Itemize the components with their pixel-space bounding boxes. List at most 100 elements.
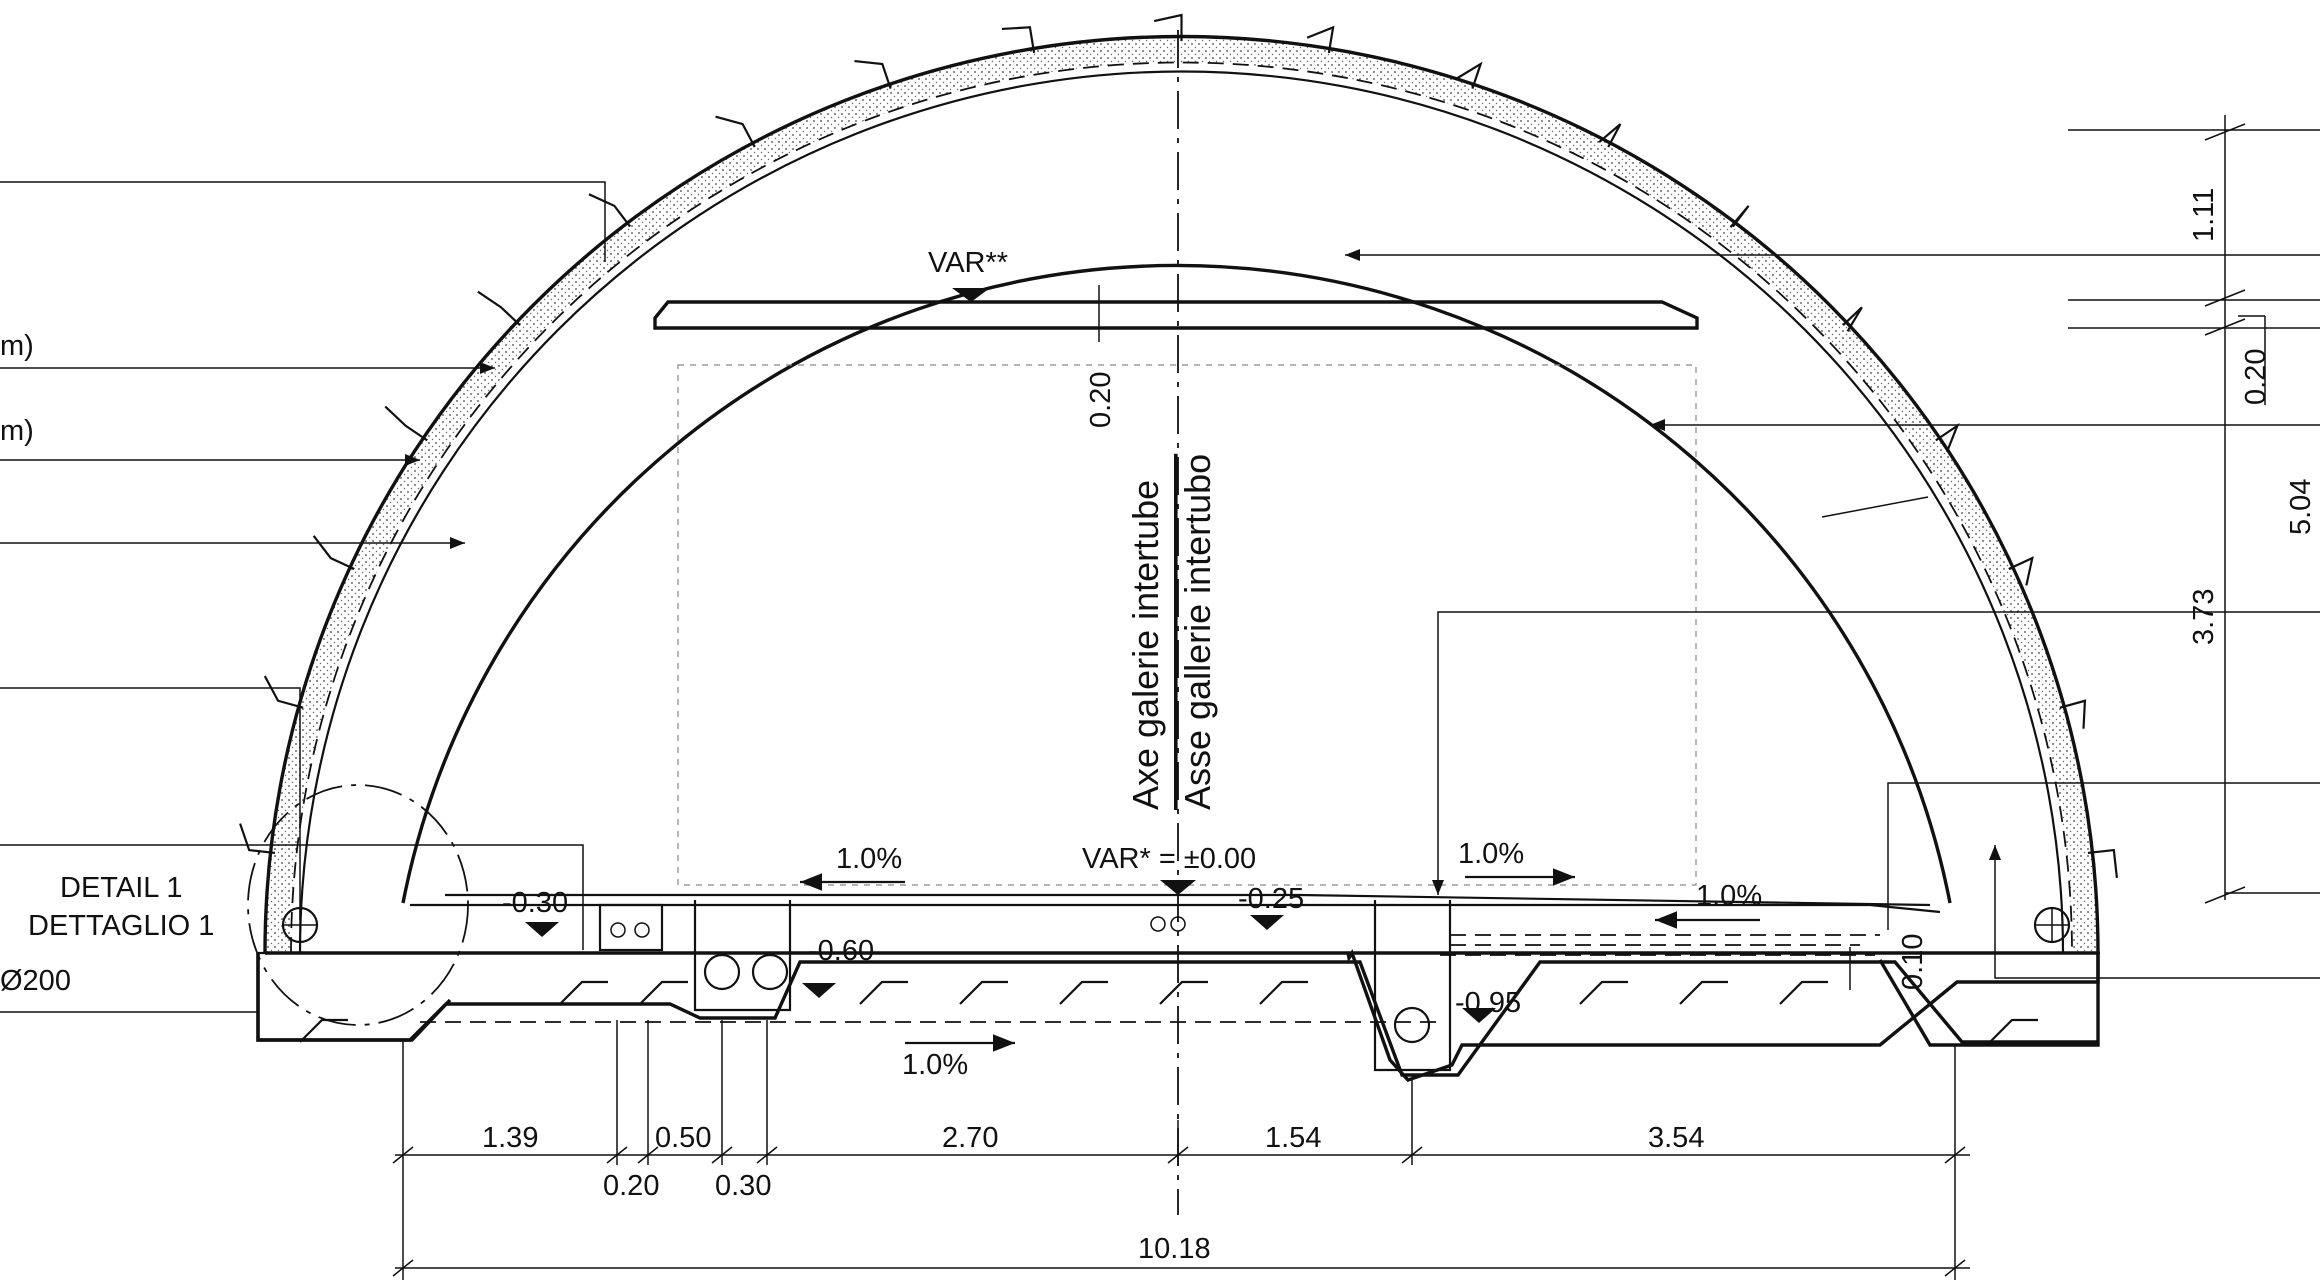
pipe-1: [703, 953, 741, 991]
var-top-label: VAR**: [928, 247, 1008, 279]
rock-tick: [1059, 980, 1108, 1005]
rock-bolt: [715, 115, 756, 148]
dim-right-low: 0.10: [1897, 934, 1929, 990]
pipe-2: [751, 953, 789, 991]
dim-right-mid: 3.73: [2188, 589, 2220, 645]
right-drain-dashed: [1440, 944, 1875, 956]
right-leaders: [1345, 249, 2320, 979]
invert-structure: [256, 893, 2100, 1082]
cable-duct-left: [598, 903, 664, 952]
level-label-4: -0.95: [1455, 987, 1521, 1019]
pipe-small-1: [1150, 916, 1166, 932]
rock-bolt: [1598, 123, 1622, 148]
slope-label-3: 1.0%: [1696, 880, 1762, 912]
rock-bolt: [1456, 61, 1483, 89]
left-partial-label-3: Ø200: [0, 965, 71, 997]
rock-bolt: [588, 193, 631, 228]
rock-bolt: [1001, 26, 1036, 54]
level-label-2: -0.60: [808, 935, 874, 967]
dim-bottom-4: 1.54: [1265, 1122, 1321, 1154]
intermediate-slab: [653, 285, 1699, 342]
road-surface: [445, 893, 1931, 907]
dim-bottom-7: 0.30: [715, 1170, 771, 1202]
rock-bolt: [1842, 306, 1863, 332]
duct-conduit-1: [610, 922, 626, 938]
rock-tick: [959, 980, 1008, 1005]
rock-bolt: [2008, 556, 2034, 586]
rock-tick: [1159, 980, 1208, 1005]
rock-tick: [1679, 980, 1728, 1005]
rock-bolt: [2059, 699, 2087, 729]
left-partial-label-2: m): [0, 415, 34, 447]
dim-right-top: 1.11: [2188, 188, 2220, 242]
rock-tick: [859, 980, 908, 1005]
rock-tick: [559, 980, 608, 1005]
dimension-tick: [606, 1146, 628, 1164]
dim-bottom-5: 3.54: [1648, 1122, 1704, 1154]
dimension-tick: [711, 1146, 733, 1164]
rock-bolt: [477, 290, 521, 327]
slope-label-1: 1.0%: [836, 843, 902, 875]
dimension-tick: [1401, 1146, 1423, 1164]
rock-bolt: [263, 675, 304, 709]
rock-bolt: [1935, 422, 1960, 453]
dimension-tick: [637, 1146, 659, 1164]
left-footing: [256, 953, 452, 1042]
rock-bolt: [2087, 848, 2119, 879]
rock-tick: [1989, 1018, 2038, 1043]
rock-bolt: [239, 823, 276, 855]
right-dimension-chain: [1849, 115, 2320, 990]
detail-1-circle: [247, 784, 469, 1026]
level-label-1: -0.30: [502, 887, 568, 919]
duct-conduit-2: [634, 922, 650, 938]
level-label-3: -0.25: [1238, 883, 1304, 915]
pipes: [281, 903, 2071, 1044]
rock-tick: [1579, 980, 1628, 1005]
dimension-tick: [392, 1259, 414, 1277]
dim-right-total: 5.04: [2285, 479, 2317, 535]
right-trench: [1373, 900, 1452, 1072]
rock-bolt: [1306, 25, 1335, 54]
var-top-marker: [952, 288, 990, 302]
axis-label-it: Asse gallerie intertubo: [1177, 454, 1218, 810]
dim-slab: 0.20: [1085, 372, 1117, 428]
dimension-tick: [1944, 1259, 1966, 1277]
var-ref-label: VAR* = ±0.00: [1082, 843, 1256, 875]
detail-label-it: DETTAGLIO 1: [28, 910, 214, 942]
dimension-tick: [1167, 1146, 1189, 1164]
dim-bottom-6: 0.20: [603, 1170, 659, 1202]
arch-lining-line: [298, 70, 2065, 954]
rock-bolt: [312, 535, 355, 571]
rock-bolt: [854, 59, 892, 89]
level-markers: [525, 880, 1496, 1023]
rock-bolt: [1153, 13, 1183, 41]
slope-arrows: [800, 868, 1760, 1052]
right-footing: [1878, 953, 2100, 1047]
rock-bolts: [239, 13, 2119, 879]
rock-bolt: [1729, 205, 1750, 228]
dim-bottom-1: 1.39: [482, 1122, 538, 1154]
drain-dashed-line: [420, 934, 1880, 1023]
pipe-3: [1393, 1006, 1431, 1044]
dim-bottom-3: 2.70: [942, 1122, 998, 1154]
detail-label-fr: DETAIL 1: [60, 872, 183, 904]
floor-rock-ticks: [299, 980, 2038, 1043]
central-trench: [693, 900, 792, 1012]
axis-label-fr: Axe galerie intertube: [1125, 480, 1166, 810]
dim-bottom-total: 10.18: [1138, 1233, 1211, 1265]
rock-tick: [299, 1018, 348, 1043]
pipe-small-2: [1170, 916, 1186, 932]
clearance-outline: [677, 364, 1697, 886]
left-leaders: [0, 181, 606, 1013]
bottom-dimension-chain: [392, 1020, 1970, 1280]
dim-right-thin: 0.20: [2240, 349, 2272, 405]
dimension-tick: [1944, 1146, 1966, 1164]
left-partial-label-1: m): [0, 330, 34, 362]
dimension-tick: [392, 1146, 414, 1164]
slab-outline: [653, 300, 1699, 330]
rock-bolt: [384, 405, 428, 442]
dimension-tick: [756, 1146, 778, 1164]
slope-label-2: 1.0%: [1458, 838, 1524, 870]
dim-bottom-2: 0.50: [655, 1122, 711, 1154]
